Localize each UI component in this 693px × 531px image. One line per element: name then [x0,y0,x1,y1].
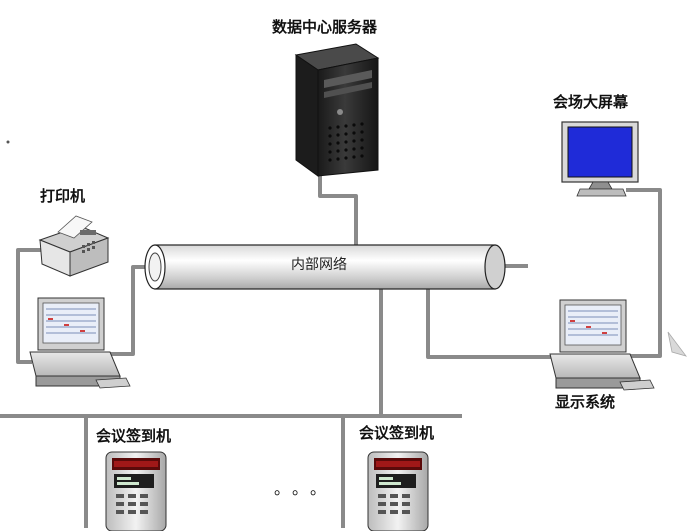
left-pc-icon [29,297,131,389]
display-system-link [426,265,556,359]
server-label: 数据中心服务器 [272,18,378,36]
checkin-terminal-2-icon [367,451,429,531]
network-label: 内部网络 [291,257,347,273]
big-screen-link [626,188,662,358]
server-icon [294,43,380,177]
printer-link [16,248,44,364]
printer-label: 打印机 [40,187,86,205]
right-pc-icon [549,299,688,391]
big-screen-label: 会场大屏幕 [553,93,629,111]
big-screen-monitor-icon [561,121,639,197]
ellipsis: 。。。 [274,479,337,498]
network-pipe [144,244,506,290]
server-link [318,172,358,248]
checkin-2-label: 会议签到机 [359,424,435,442]
printer-icon [38,215,110,277]
checkin-terminal-1-icon [105,451,167,531]
display-system-label: 显示系统 [555,393,616,411]
checkin-1-label: 会议签到机 [96,427,172,445]
pc-link [100,265,148,356]
connection-lines [0,172,662,528]
stray-dot [6,140,10,144]
